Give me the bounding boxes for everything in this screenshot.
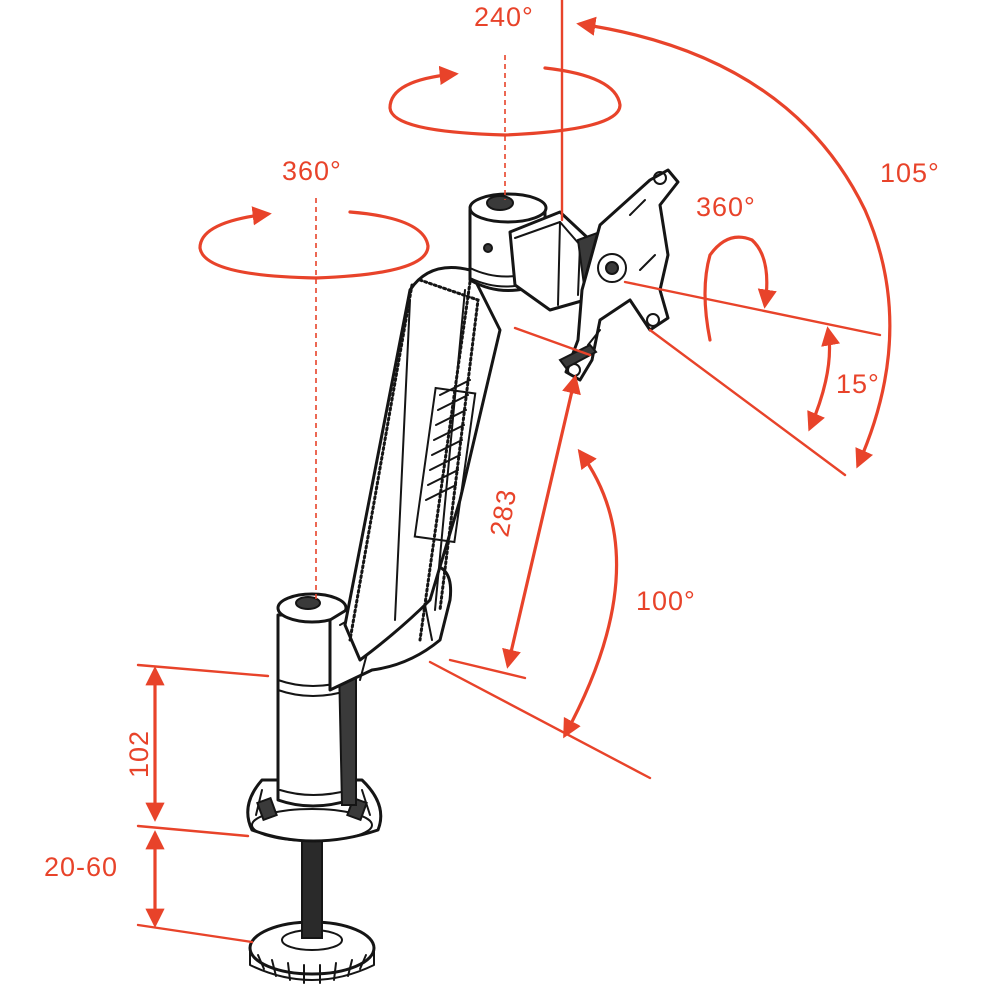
clamp-rod [301, 837, 323, 939]
tilt-line-lower [648, 328, 847, 477]
arm-angle-arc [563, 448, 619, 739]
label-arm-length: 283 [484, 487, 522, 540]
label-arm-angle-100: 100° [636, 586, 696, 616]
clamp-knob [248, 920, 376, 984]
rotation-arrow-icon [198, 206, 430, 280]
tilt-arc-15 [807, 326, 841, 432]
clamp-range-ext-bottom [136, 923, 254, 944]
dimension-arrow-icon [502, 374, 581, 669]
label-clamp-range: 20-60 [44, 852, 118, 882]
monitor-arm-drawing [246, 168, 680, 984]
label-tilt-105: 105° [880, 158, 940, 188]
pole-height-ext-bottom [136, 824, 250, 838]
tilt-line-upper [623, 280, 882, 337]
label-tilt-15: 15° [836, 369, 880, 399]
gas-spring-arm [343, 266, 502, 662]
arm-length-ext-top [513, 326, 592, 357]
label-rotation-240: 240° [474, 2, 534, 32]
rotation-arrow-icon [703, 235, 777, 342]
label-pole-height: 102 [124, 730, 154, 778]
arm-length-ext-bottom [448, 658, 527, 680]
label-rotation-360-head: 360° [696, 192, 756, 222]
arm-angle-base-line [428, 660, 652, 780]
tilt-arc-105 [576, 16, 892, 469]
annotations: 240° 360° 360° 105° 15° 100° 20-60 283 1… [44, 0, 940, 944]
label-rotation-360-arm: 360° [282, 156, 342, 186]
pole-height-ext-top [136, 663, 270, 678]
